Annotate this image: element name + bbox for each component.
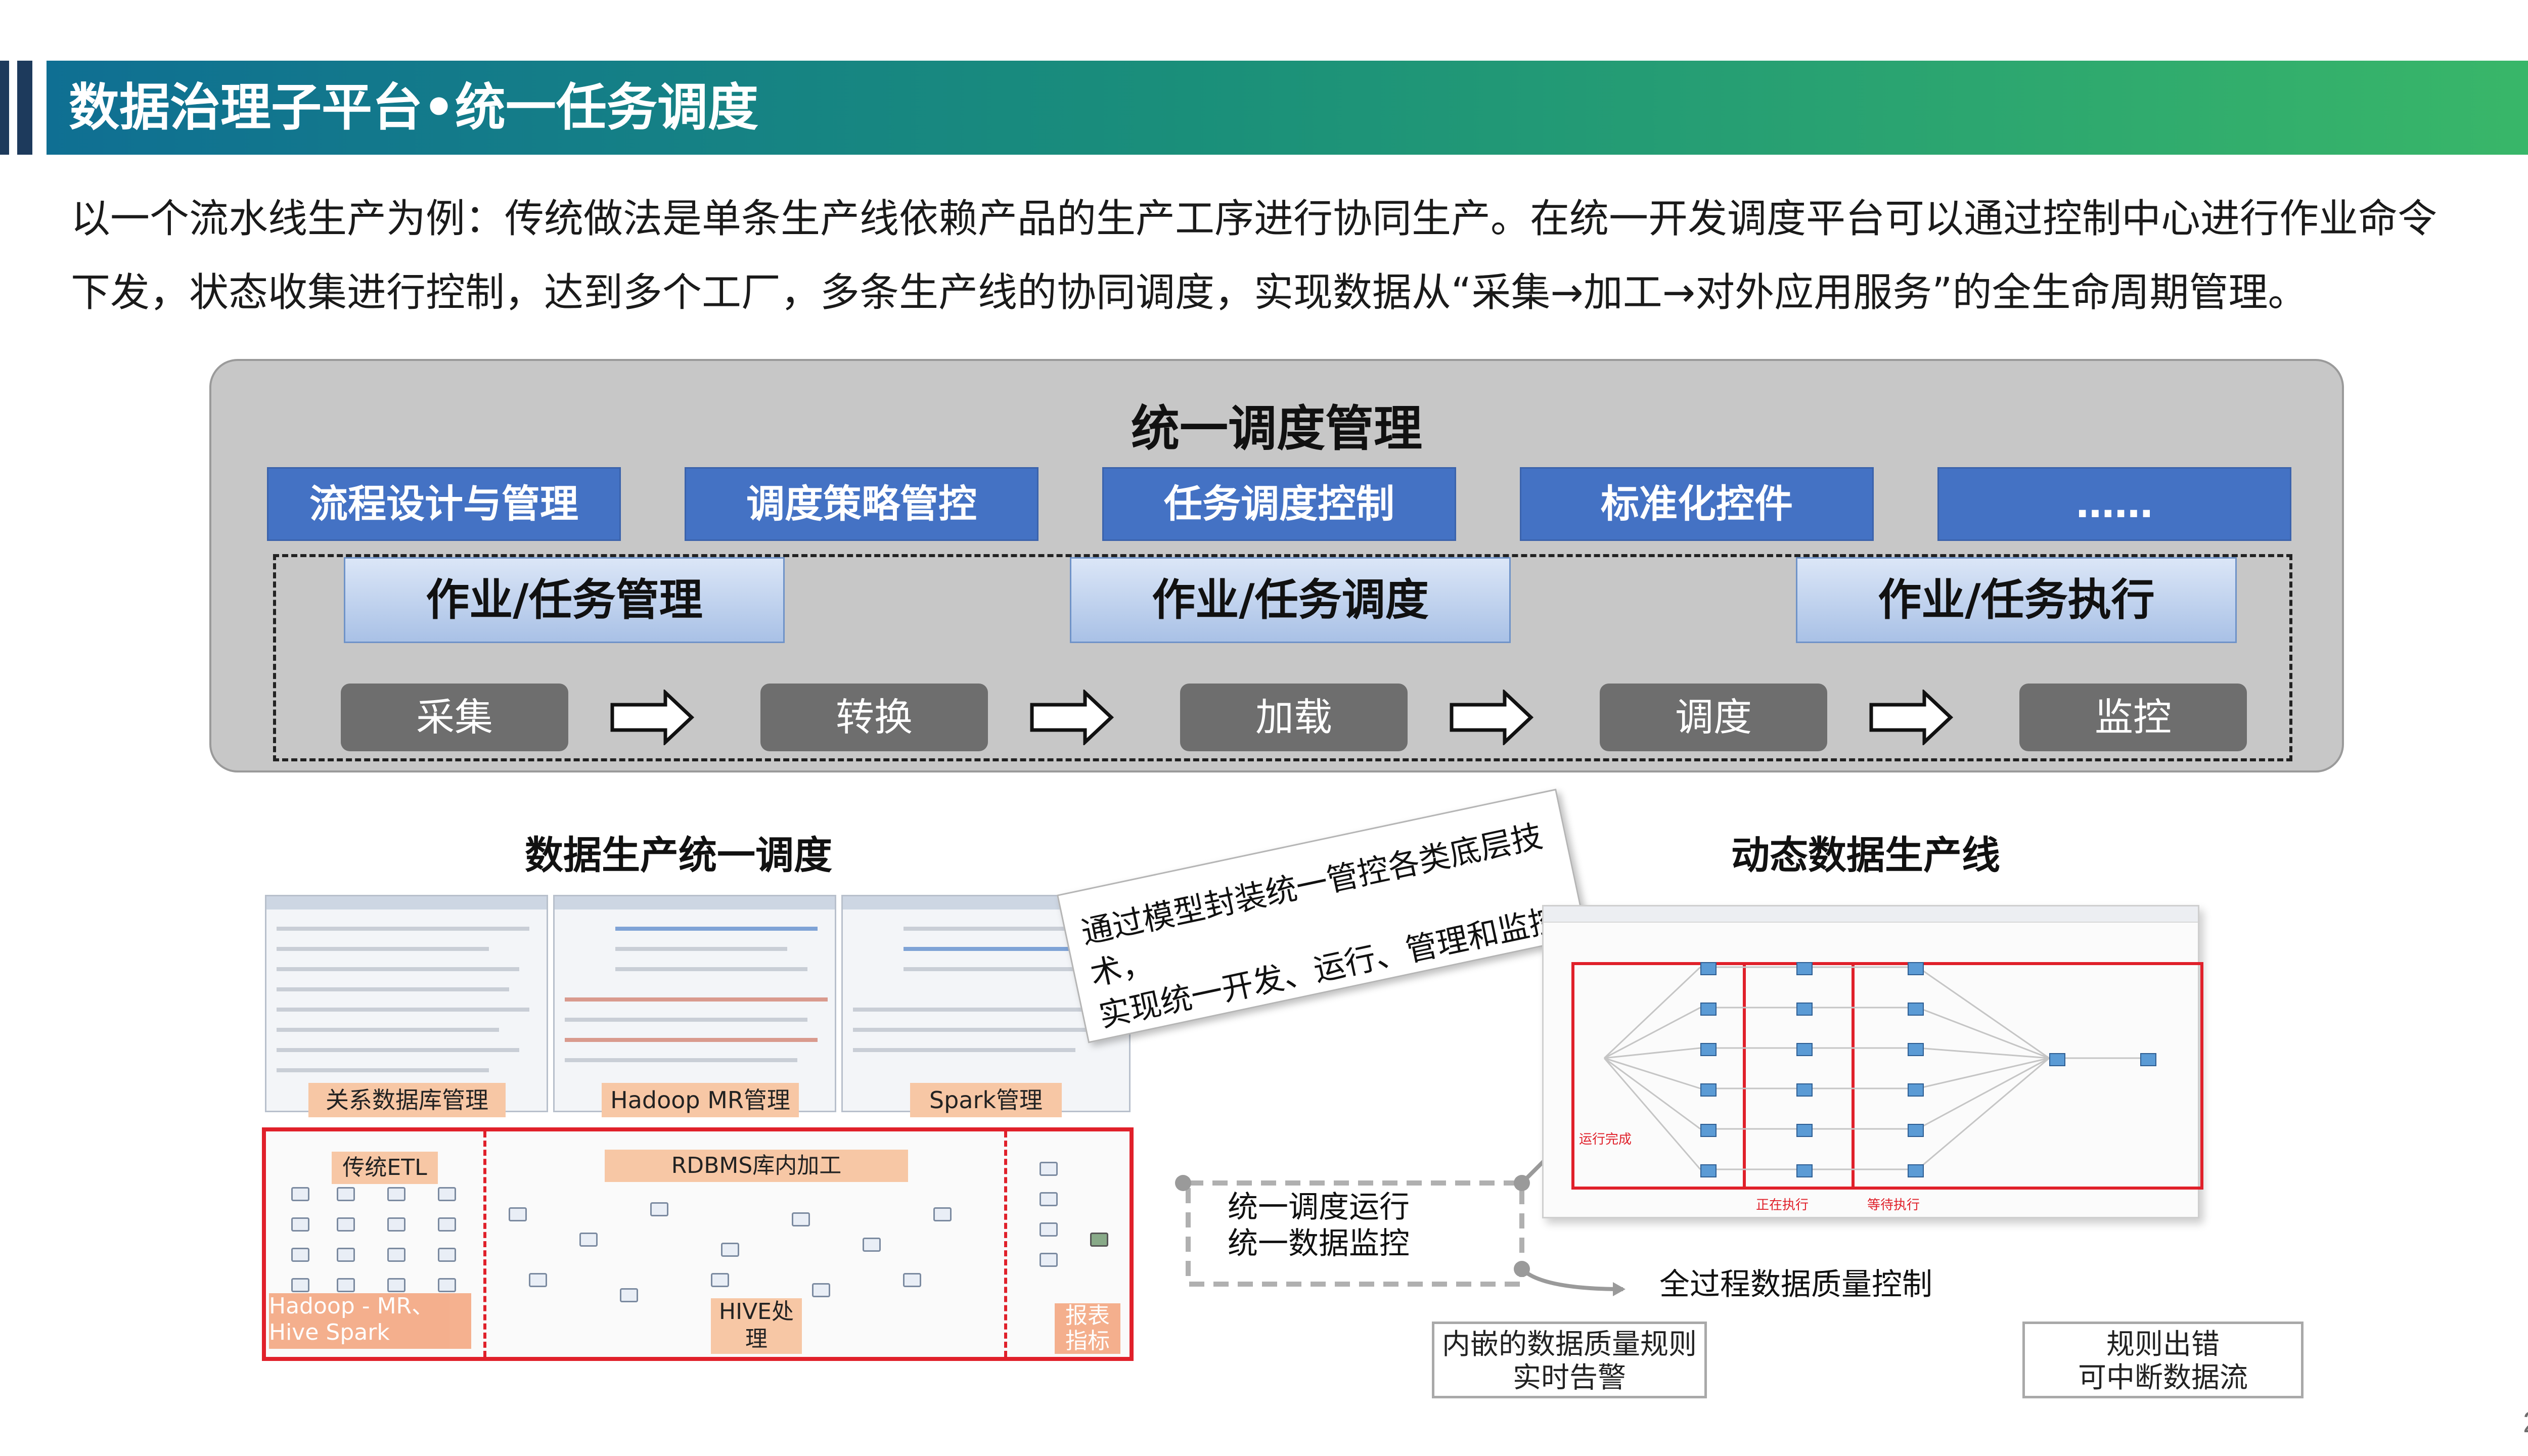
interrupt-flow-box: 规则出错 可中断数据流 bbox=[2022, 1322, 2304, 1398]
spark-label: Spark管理 bbox=[910, 1083, 1062, 1117]
page-number: 20 bbox=[2523, 1405, 2528, 1439]
rdbms-label: 关系数据库管理 bbox=[308, 1083, 506, 1117]
interrupt-flow-line-1: 规则出错 bbox=[2106, 1328, 2220, 1361]
right-section-title: 动态数据生产线 bbox=[1731, 833, 2000, 878]
unified-run-label: 统一调度运行 bbox=[1228, 1190, 1410, 1224]
interrupt-flow-line-2: 可中断数据流 bbox=[2078, 1361, 2248, 1394]
traditional-etl-label: 传统ETL bbox=[332, 1152, 438, 1184]
right-arrow-icon bbox=[1450, 690, 1534, 745]
graph-label-waiting: 等待执行 bbox=[1867, 1197, 1920, 1212]
graph-label-running: 正在执行 bbox=[1756, 1197, 1809, 1212]
rdbms-screenshot bbox=[265, 895, 548, 1112]
stage-collect: 采集 bbox=[341, 684, 568, 751]
feature-task-control: 任务调度控制 bbox=[1102, 467, 1456, 541]
quality-control-label: 全过程数据质量控制 bbox=[1659, 1267, 1932, 1302]
feature-standard-widgets: 标准化控件 bbox=[1520, 467, 1874, 541]
left-section-title: 数据生产统一调度 bbox=[525, 833, 832, 878]
title-accent-stripe bbox=[17, 61, 32, 155]
hive-processing-label: HIVE处理 bbox=[711, 1298, 802, 1354]
stage-transform: 转换 bbox=[760, 684, 988, 751]
hadoop-label: Hadoop MR管理 bbox=[602, 1083, 799, 1117]
graph-label-done: 运行完成 bbox=[1579, 1131, 1632, 1147]
job-management: 作业/任务管理 bbox=[344, 557, 785, 643]
scheduling-panel: 统一调度管理 流程设计与管理 调度策略管控 任务调度控制 标准化控件 …… 作业… bbox=[209, 359, 2344, 772]
embedded-rules-line-2: 实时告警 bbox=[1513, 1361, 1626, 1394]
intro-line-1: 以一个流水线生产为例：传统做法是单条生产线依赖产品的生产工序进行协同生产。在统一… bbox=[71, 196, 2437, 242]
embedded-rules-line-1: 内嵌的数据质量规则 bbox=[1442, 1328, 1697, 1361]
title-bar: 数据治理子平台•统一任务调度 bbox=[0, 61, 2528, 155]
right-arrow-icon bbox=[1869, 690, 1954, 745]
report-metrics-label: 报表指标 bbox=[1055, 1303, 1120, 1354]
right-arrow-icon bbox=[610, 690, 695, 745]
embedded-rules-box: 内嵌的数据质量规则 实时告警 bbox=[1432, 1322, 1707, 1398]
panel-title: 统一调度管理 bbox=[1131, 400, 1422, 457]
right-arrow-icon bbox=[1030, 690, 1114, 745]
title-accent-stripe bbox=[0, 61, 9, 155]
stage-monitor: 监控 bbox=[2019, 684, 2247, 751]
feature-strategy-control: 调度策略管控 bbox=[685, 467, 1039, 541]
dynamic-pipeline-screenshot: 运行完成 正在执行 等待执行 bbox=[1542, 905, 2203, 1218]
title-band bbox=[47, 61, 2528, 155]
job-scheduling: 作业/任务调度 bbox=[1070, 557, 1511, 643]
rdbms-processing-label: RDBMS库内加工 bbox=[605, 1150, 908, 1182]
model-encapsulation-callout: 通过模型封装统一管控各类底层技术， 实现统一开发、运行、管理和监控 bbox=[1057, 789, 1588, 1043]
stage-schedule: 调度 bbox=[1600, 684, 1827, 751]
job-pipeline-box: 作业/任务管理 作业/任务调度 作业/任务执行 采集 转换 加载 调度 监控 bbox=[273, 554, 2292, 761]
unified-monitor-label: 统一数据监控 bbox=[1228, 1226, 1410, 1260]
hadoop-screenshot bbox=[553, 895, 836, 1112]
stage-load: 加载 bbox=[1180, 684, 1408, 751]
intro-line-2: 下发，状态收集进行控制，达到多个工厂，多条生产线的协同调度，实现数据从“采集→加… bbox=[71, 270, 2308, 315]
feature-process-design: 流程设计与管理 bbox=[267, 467, 621, 541]
hadoop-mr-label: Hadoop - MR、Hive Spark bbox=[269, 1293, 471, 1349]
feature-more: …… bbox=[1937, 467, 2291, 541]
job-execution: 作业/任务执行 bbox=[1796, 557, 2237, 643]
etl-flow-box: 传统ETL RDBMS库内加工 HIVE处理 Hadoop - MR、Hive … bbox=[262, 1127, 1134, 1361]
slide-title: 数据治理子平台•统一任务调度 bbox=[69, 78, 758, 137]
